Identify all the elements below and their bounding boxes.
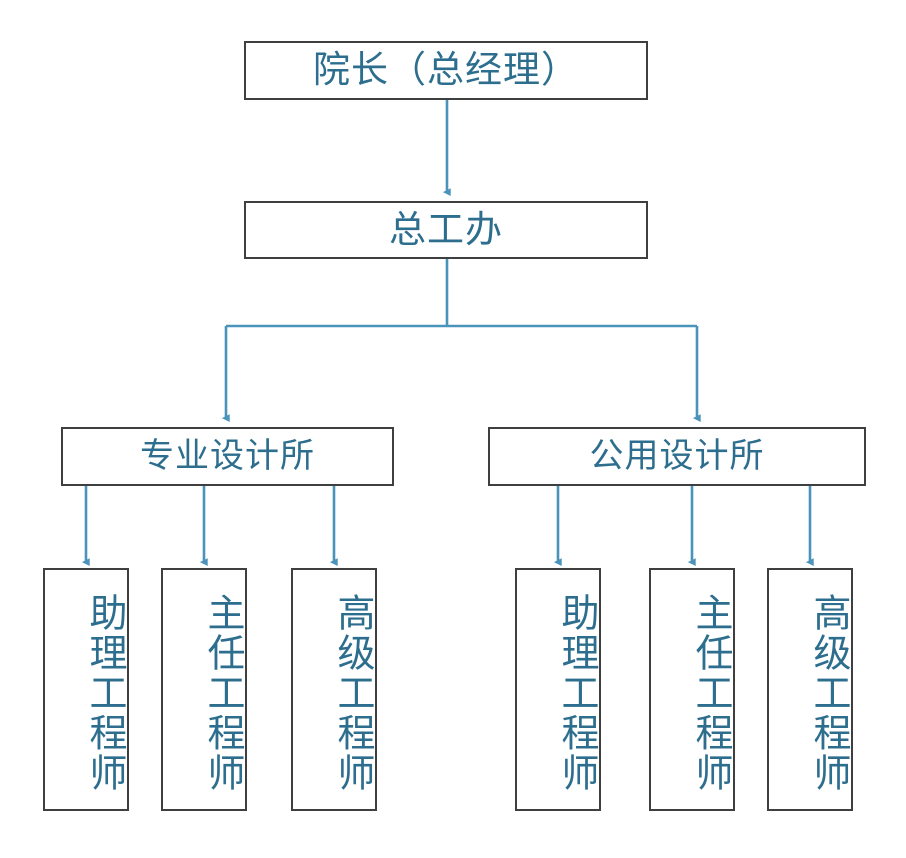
node-chief-engineer-office-label: 总工办 (389, 207, 503, 251)
node-professional-design-institute[interactable]: 专业设计所 (61, 427, 394, 486)
node-pro-director-engineer-label: 主任工程师 (201, 592, 245, 793)
node-pro-senior-engineer[interactable]: 高级工程师 (291, 568, 377, 811)
node-pub-director-engineer-label: 主任工程师 (689, 592, 733, 793)
node-pub-senior-engineer[interactable]: 高级工程师 (767, 568, 853, 811)
node-pro-assistant-engineer[interactable]: 助理工程师 (43, 568, 129, 811)
node-pub-senior-engineer-label: 高级工程师 (807, 592, 851, 793)
node-pub-director-engineer[interactable]: 主任工程师 (649, 568, 735, 811)
node-pub-assistant-engineer[interactable]: 助理工程师 (515, 568, 601, 811)
node-chief-engineer-office[interactable]: 总工办 (244, 201, 648, 259)
node-pro-assistant-engineer-label: 助理工程师 (83, 592, 127, 793)
node-public-design-institute-label: 公用设计所 (589, 435, 765, 476)
node-pro-director-engineer[interactable]: 主任工程师 (161, 568, 247, 811)
node-public-design-institute[interactable]: 公用设计所 (488, 427, 866, 486)
node-director-label: 院长（总经理） (313, 48, 579, 92)
connector-public-institute-to-engineers (553, 486, 814, 567)
node-director[interactable]: 院长（总经理） (244, 41, 648, 100)
node-pub-assistant-engineer-label: 助理工程师 (555, 592, 599, 793)
connector-professional-institute-to-engineers (81, 486, 338, 567)
connector-chief-office-to-institutes (221, 259, 701, 423)
node-pro-senior-engineer-label: 高级工程师 (331, 592, 375, 793)
node-professional-design-institute-label: 专业设计所 (140, 435, 315, 476)
